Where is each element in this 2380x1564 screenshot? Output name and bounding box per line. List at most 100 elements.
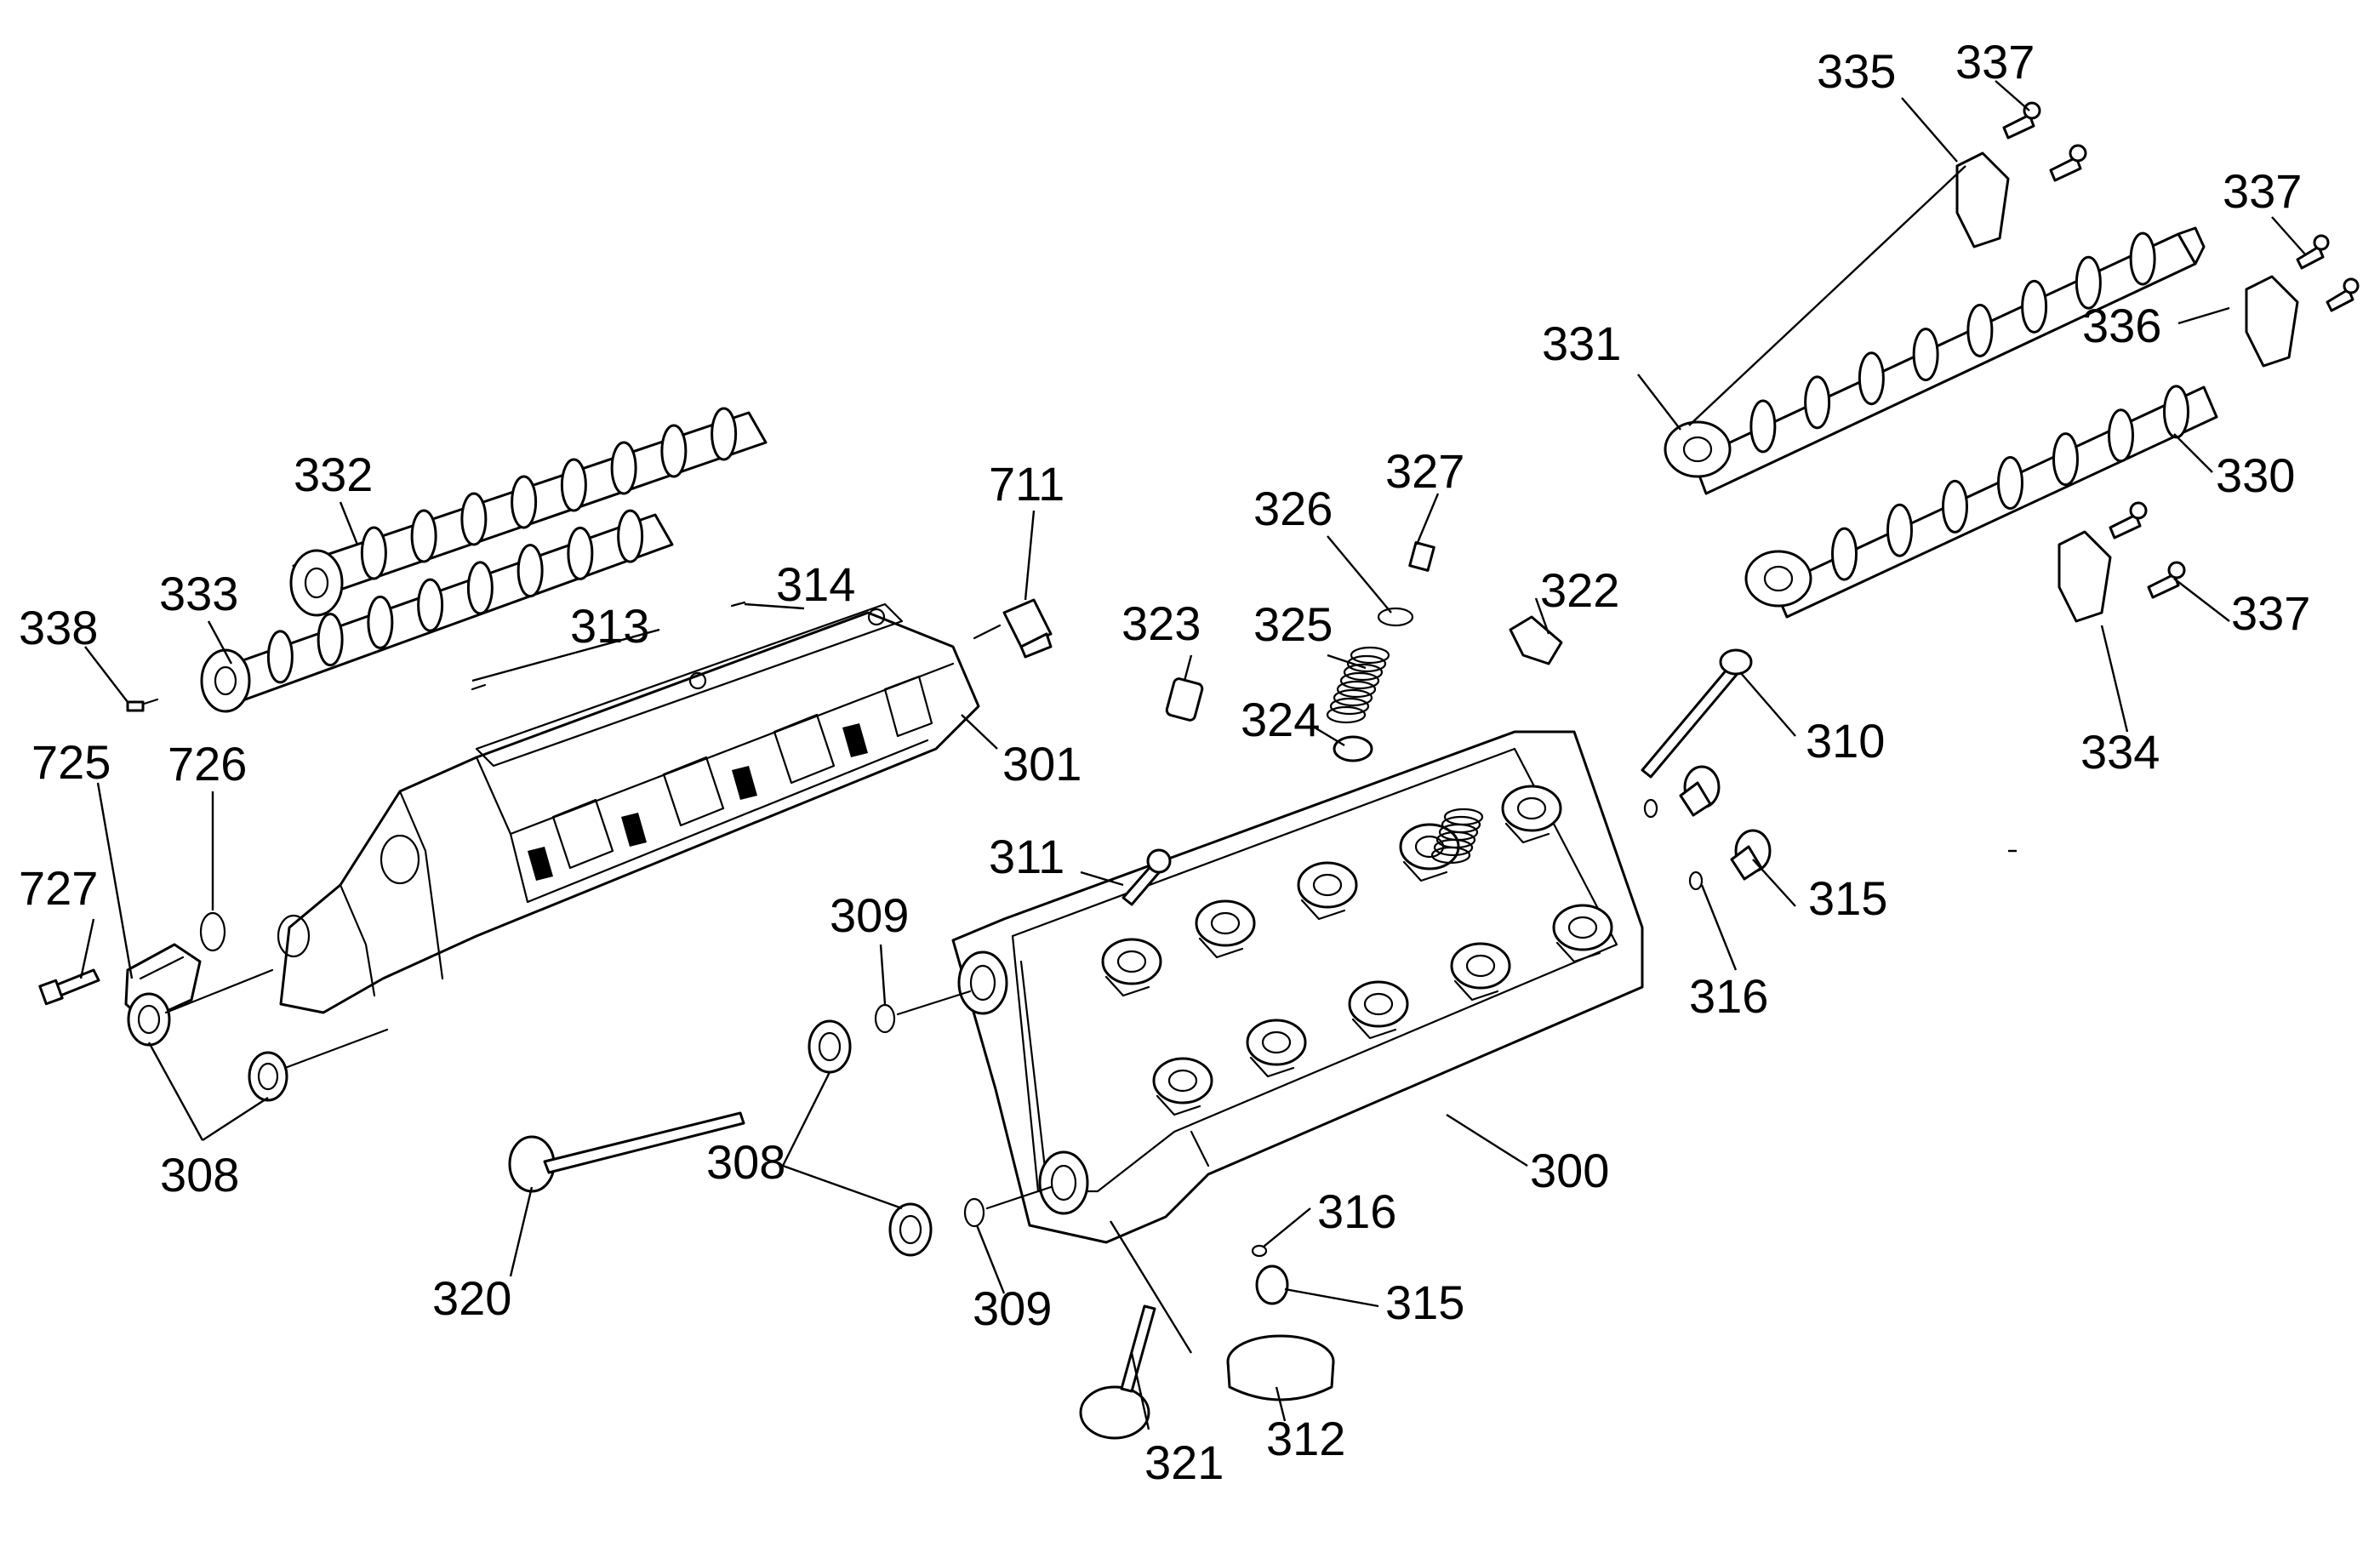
callout-331: 331	[1542, 317, 1621, 370]
valve-pocket	[1297, 861, 1358, 921]
valve-pocket	[1152, 1057, 1213, 1116]
callout-726: 726	[168, 737, 247, 791]
callout-337-low: 337	[2231, 586, 2310, 640]
callout-711: 711	[989, 457, 1064, 511]
leader-line	[1637, 374, 1681, 431]
camshaft-331-lobe	[1912, 328, 1939, 382]
callout-322: 322	[1540, 563, 1619, 617]
callout-333: 333	[159, 567, 238, 620]
seal-726	[199, 911, 226, 952]
callout-337-mid: 337	[2223, 164, 2302, 218]
leader-line	[1314, 726, 1345, 747]
callout-725: 725	[31, 735, 111, 789]
callout-308-left: 308	[160, 1148, 239, 1202]
leader-line	[1109, 1220, 1193, 1354]
o-ring-309a	[874, 1003, 896, 1034]
callout-315-bottom: 315	[1385, 1276, 1464, 1329]
plug-308-left	[127, 968, 389, 1102]
leader-line	[1183, 654, 1193, 682]
leader-line	[1752, 859, 1796, 907]
callout-316-bottom: 316	[1317, 1184, 1396, 1238]
valve-pocket	[1195, 899, 1256, 959]
leader-line	[1700, 884, 1738, 971]
camshaft-333-lobe	[417, 578, 444, 632]
camshaft-331-lobe	[1858, 351, 1885, 406]
callout-334: 334	[2080, 725, 2160, 779]
callout-300: 300	[1530, 1144, 1609, 1197]
camshaft-331-lobe	[1804, 375, 1831, 430]
leader-line	[2173, 433, 2213, 473]
cam-lobes-left	[266, 407, 738, 684]
leader-line	[147, 1042, 204, 1141]
leader-line	[2100, 625, 2129, 733]
dowel-313	[471, 683, 487, 691]
leader-line	[339, 501, 359, 545]
rocker-322	[1509, 615, 1563, 665]
camshaft-331-lobe	[2129, 231, 2156, 286]
cylinder-head-300	[951, 730, 1644, 1244]
camshaft-332-lobe	[511, 475, 538, 529]
camshaft-331-lobe	[1749, 399, 1777, 454]
leader-line	[509, 1186, 534, 1277]
callout-323: 323	[1122, 596, 1201, 650]
callout-324: 324	[1241, 693, 1320, 746]
spring-valve-secondary	[1430, 808, 1484, 865]
leader-line	[744, 602, 805, 610]
callout-311: 311	[989, 830, 1064, 883]
camshaft-332-lobe	[660, 424, 688, 478]
camshaft-333-lobe	[317, 613, 344, 667]
leader-line	[1327, 535, 1392, 614]
leader-line	[1327, 654, 1367, 670]
leader-line	[1995, 80, 2030, 111]
pin-338-head	[126, 700, 145, 712]
callout-labels: 335 337 337 336 331 330 337 334 332 333 …	[19, 35, 2310, 1489]
leader-line	[1446, 1113, 1528, 1167]
leader-line	[975, 1224, 1006, 1294]
leader-line	[202, 1096, 269, 1142]
plug-315-bottom	[1251, 1244, 1289, 1305]
retainer-327	[1408, 541, 1435, 572]
callout-312: 312	[1266, 1412, 1345, 1465]
callout-315-right: 315	[1808, 871, 1887, 925]
plug-308-right	[808, 990, 1053, 1257]
camshaft-331-lobe	[2075, 255, 2102, 310]
bracket-335	[1955, 101, 2087, 248]
callout-326: 326	[1253, 482, 1333, 535]
camshaft-331-lobe	[2021, 279, 2048, 334]
dowel-314	[730, 601, 746, 608]
leader-line	[79, 918, 95, 979]
camshaft-332-lobe	[410, 509, 437, 563]
camshaft-332-lobe	[610, 441, 637, 495]
callout-325: 325	[1253, 597, 1333, 651]
camshaft-330-lobe	[1886, 503, 1913, 557]
bracket-334	[2058, 501, 2186, 623]
leader-line	[2173, 578, 2230, 622]
camshaft-333-lobe	[466, 561, 494, 615]
camshaft-332-lobe	[460, 492, 488, 546]
plug-315-right	[1643, 765, 1772, 891]
leader-line	[1534, 597, 1550, 635]
leader-line	[471, 628, 660, 682]
valve-pocket	[1348, 980, 1409, 1040]
leader-line	[2177, 306, 2230, 325]
bolt-310	[1641, 648, 1753, 779]
o-ring-309b	[963, 1197, 985, 1228]
camshaft-333-lobe	[517, 544, 544, 598]
valve-pocket	[1246, 1019, 1307, 1078]
camshaft-330-lobe	[2108, 408, 2134, 463]
leader-line	[1080, 870, 1124, 887]
camshaft-331-lobe	[1966, 303, 1994, 357]
callout-330: 330	[2216, 448, 2295, 502]
camshaft-333-lobe	[266, 630, 294, 684]
leader-line	[879, 944, 887, 1005]
cup-312	[1226, 1334, 1335, 1401]
camshaft-333-lobe	[617, 509, 644, 563]
sensor-711	[973, 598, 1053, 659]
leader-line	[207, 620, 233, 665]
seal-324	[1333, 735, 1373, 762]
leader-line	[1688, 165, 1966, 426]
leader-line	[1263, 1207, 1311, 1247]
lifter-323	[1165, 677, 1204, 722]
